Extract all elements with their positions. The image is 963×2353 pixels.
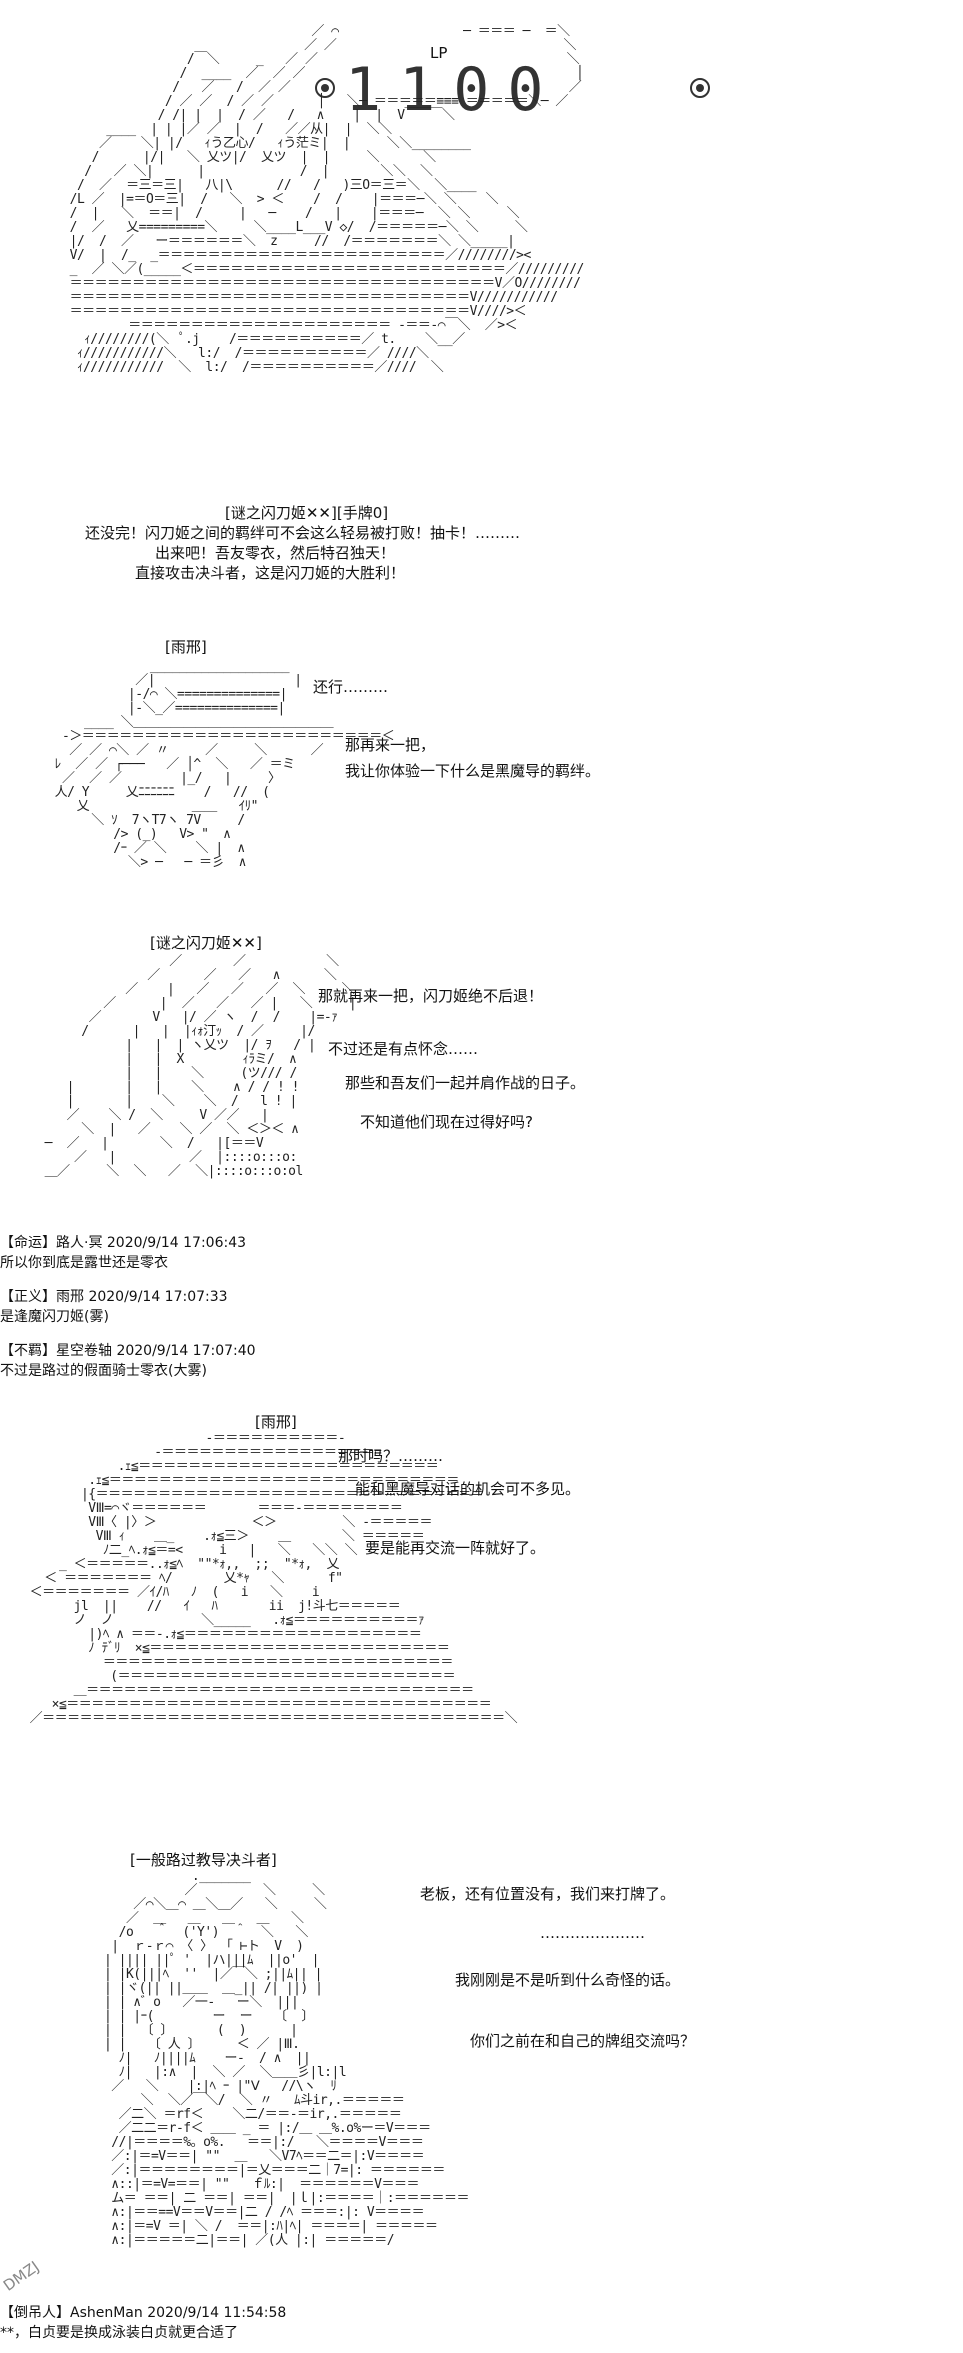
dialogue-line: 那些和吾友们一起并肩作战的日子。 — [345, 1074, 586, 1092]
comment-header: 【不羁】星空卷轴 2020/9/14 17:07:40 — [0, 1343, 256, 1359]
watermark: DMZJ — [0, 2257, 43, 2295]
ascii-art-panel-4: -＝＝＝＝＝＝＝＝＝＝- -＝＝＝＝＝＝＝＝＝＝＝＝＝＝＝＝＝= .ｪ≦＝＝＝＝… — [29, 1431, 518, 1726]
target-icon — [690, 78, 710, 98]
lp-counter: 1100 — [345, 55, 562, 125]
target-icon — [315, 78, 335, 98]
dialogue-line: ………………… — [540, 1924, 645, 1942]
dialogue-line: 我让你体验一下什么是黑魔导的羁绊。 — [345, 762, 601, 780]
dialogue-line: 要是能再交流一阵就好了。 — [365, 1539, 546, 1557]
ascii-art-panel-2: ___________________ ／| | |-/⌒ ＼=========… — [54, 659, 395, 870]
dialogue-line: 还没完！闪刀姬之间的羁绊可不会这么轻易被打败！抽卡！……… — [85, 524, 521, 542]
comment-header: 【命运】路人·冥 2020/9/14 17:06:43 — [0, 1235, 247, 1251]
comment-header: 【倒吊人】AshenMan 2020/9/14 11:54:58 — [0, 2305, 287, 2321]
dialogue-line: 直接攻击决斗者，这是闪刀姬的大胜利！ — [135, 564, 406, 582]
ascii-art-panel-3: ／ ／ ＼ ／ ／ ／ ∧ ＼ ／ | ／ ／ ／ ＼ ＼ ／ | ／ ／ ／ … — [44, 954, 357, 1179]
dialogue-line: 还行……… — [313, 678, 389, 696]
dialogue-line: 不知道他们现在过得好吗? — [360, 1113, 533, 1131]
dialogue-line: 那就再来一把，闪刀姬绝不后退！ — [318, 987, 544, 1005]
comment-body: **，白贞要是换成泳装白贞就更合适了 — [0, 2325, 238, 2341]
comment-body: 所以你到底是露世还是零衣 — [0, 1255, 168, 1271]
dialogue-line: 我刚刚是不是听到什么奇怪的话。 — [455, 1971, 681, 1989]
speaker-tag: [雨邢] — [255, 1413, 297, 1431]
comment-body: 是逢魔闪刀姬(雾) — [0, 1309, 109, 1325]
comment-header: 【正义】雨邢 2020/9/14 17:07:33 — [0, 1289, 228, 1305]
ascii-art-panel-5: ._______ ／ ＼ ＼ ／⌒＼＿⌒ ＿＼＿／ ＼ ＼ ／ ＿ ＿ ＿ ＿ … — [103, 1869, 470, 2248]
dialogue-line: 那时吗？……… — [338, 1447, 444, 1465]
dialogue-line: 那再来一把， — [345, 736, 436, 754]
dialogue-line: 能和黑魔导对话的机会可不多见。 — [355, 1480, 581, 1498]
speaker-tag: [谜之闪刀姬✕✕] — [150, 934, 262, 952]
dialogue-line: 出来吧！吾友零衣，然后特召独天！ — [155, 544, 396, 562]
speaker-tag: [谜之闪刀姬✕✕][手牌0] — [225, 504, 389, 522]
ascii-art-panel-1: ／ ⌒ ─ ＝＝＝ ─ ＝＼ ／ ／ ＼ /￣＼ _ ／ ／ ＼ / ____ … — [69, 24, 585, 375]
speaker-tag: [一般路过教导决斗者] — [130, 1851, 277, 1869]
dialogue-line: 你们之前在和自己的牌组交流吗？ — [470, 2032, 696, 2050]
dialogue-line: 不过还是有点怀念…… — [328, 1040, 479, 1058]
lp-label: LP — [430, 44, 448, 62]
speaker-tag: [雨邢] — [165, 638, 207, 656]
dialogue-line: 老板，还有位置没有，我们来打牌了。 — [420, 1885, 676, 1903]
comment-body: 不过是路过的假面骑士零衣(大雾) — [0, 1363, 207, 1379]
